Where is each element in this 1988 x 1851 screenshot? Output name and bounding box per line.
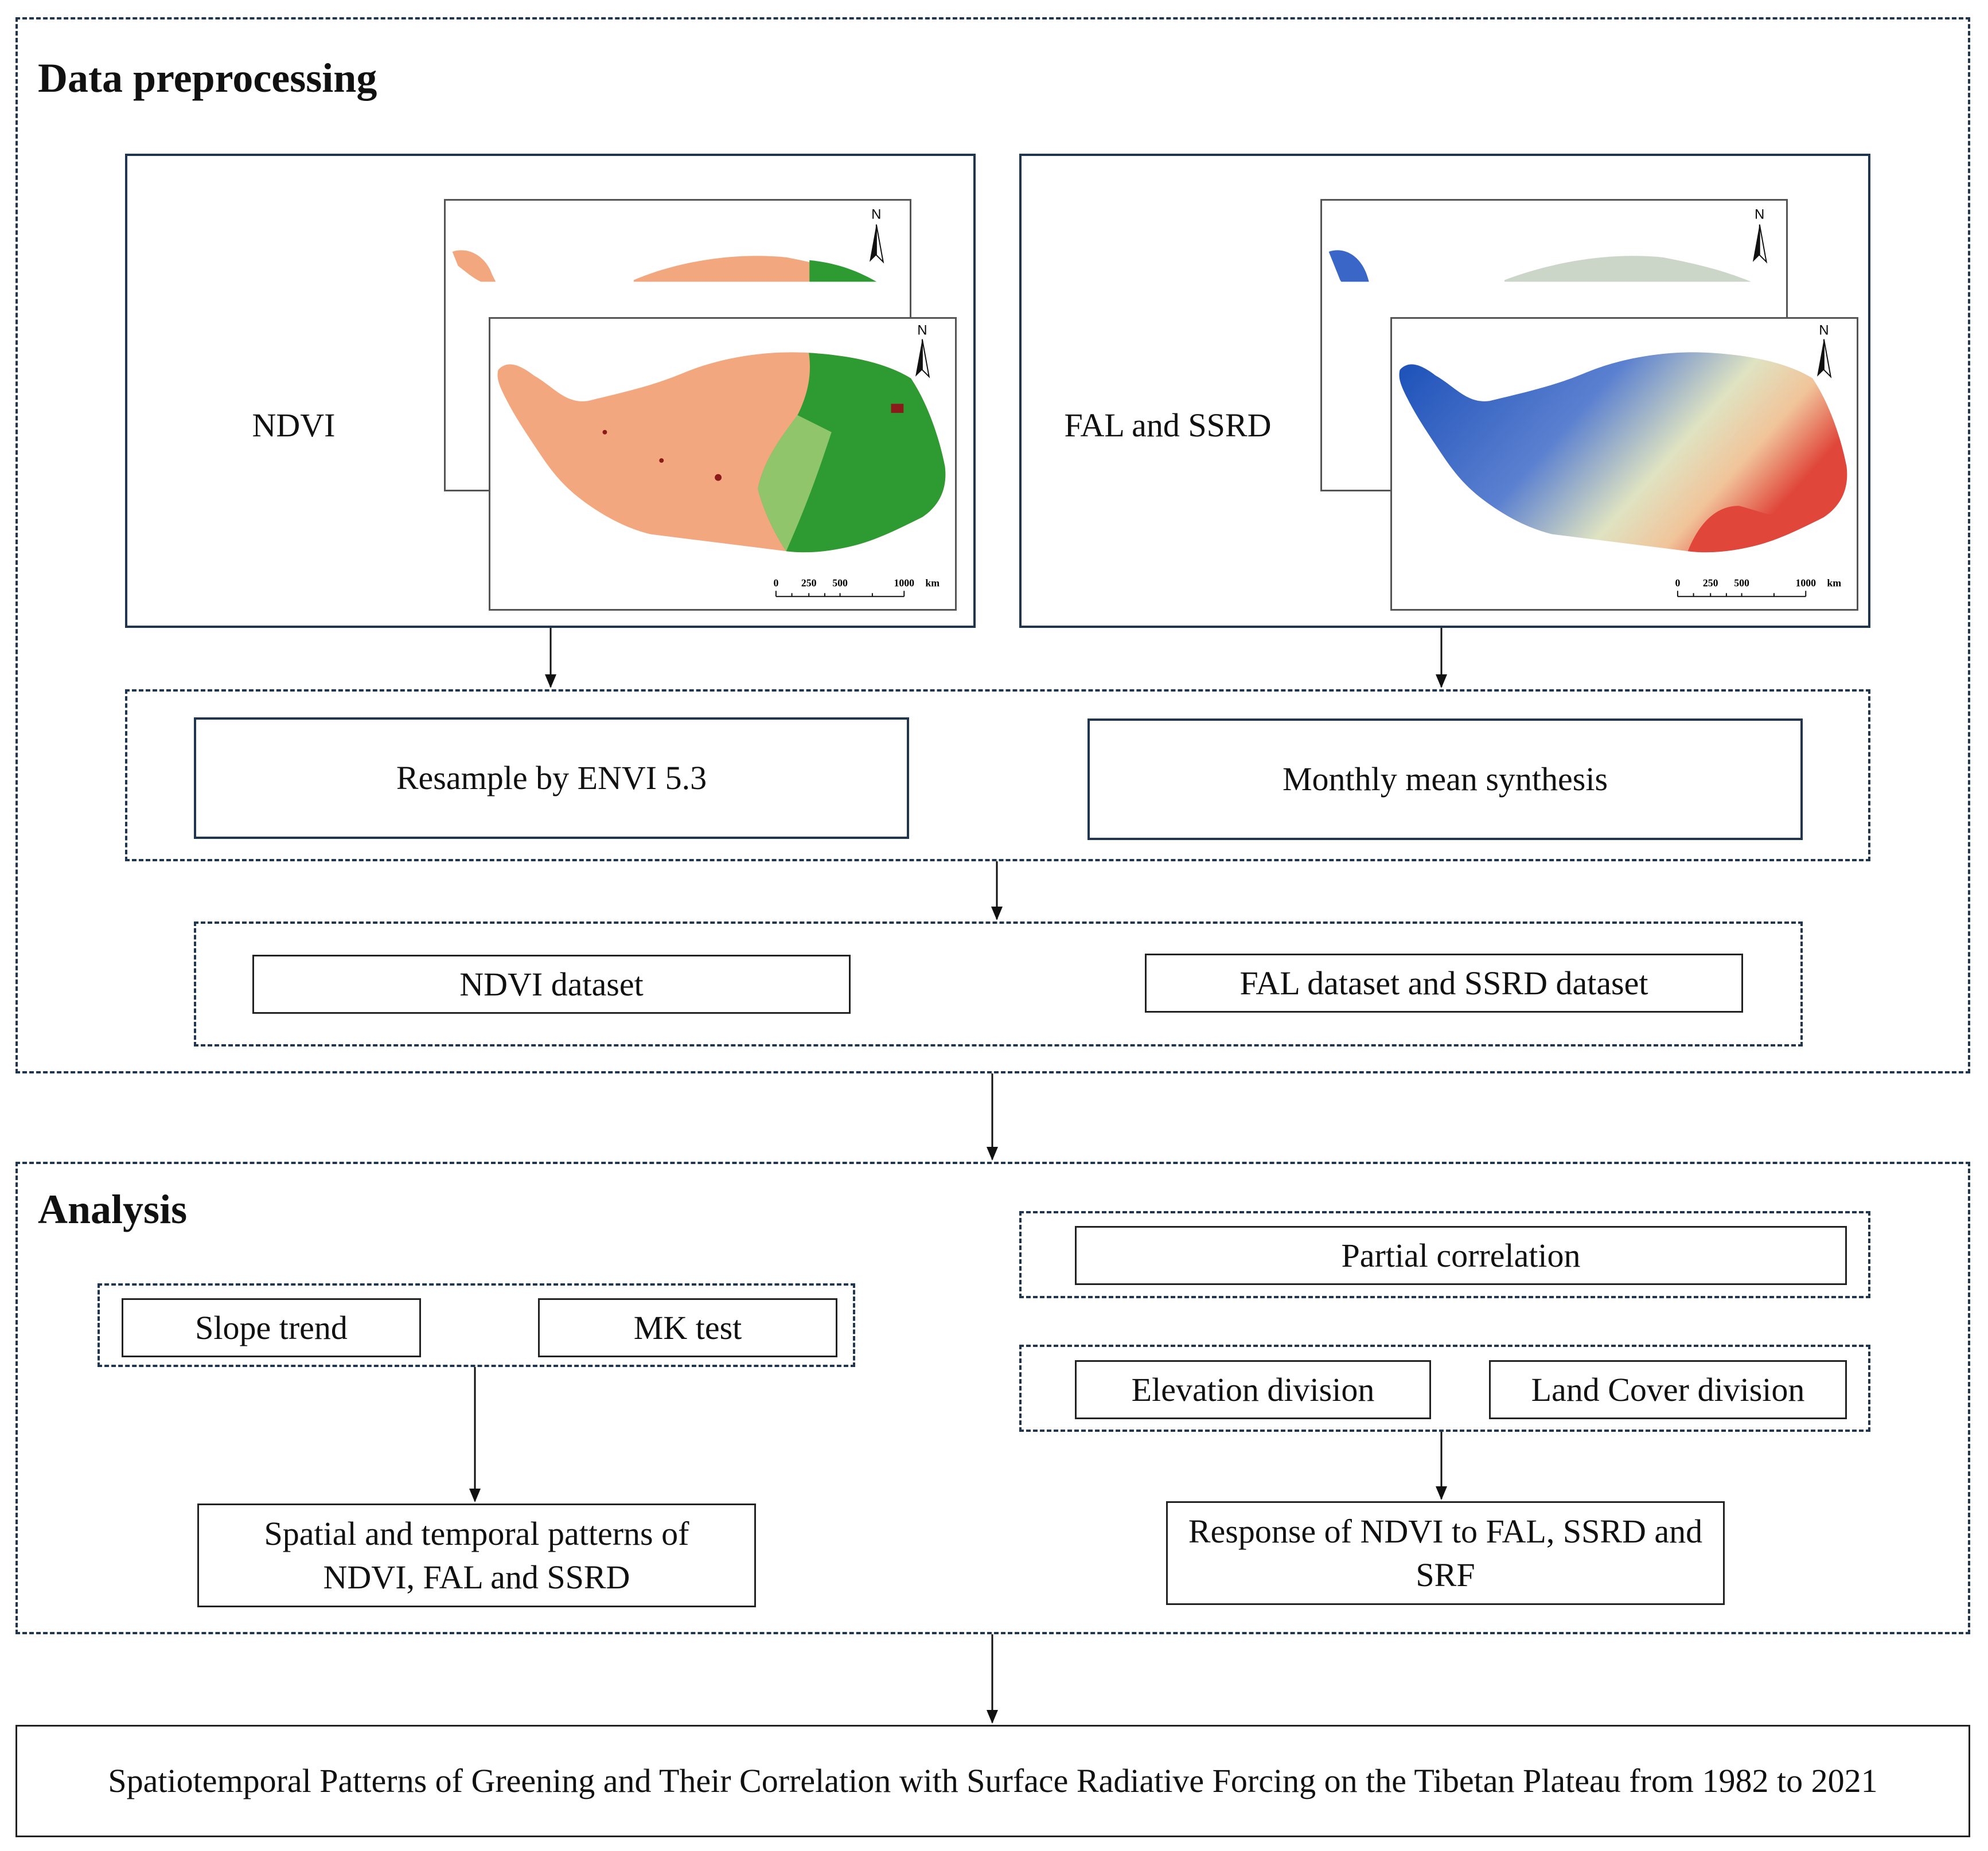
land-cover-division-box: Land Cover division xyxy=(1489,1360,1847,1419)
preprocessing-title: Data preprocessing xyxy=(38,55,377,101)
scale-bar-icon: 0 250 500 1000 km xyxy=(773,577,940,598)
svg-text:0: 0 xyxy=(773,577,778,588)
analysis-title: Analysis xyxy=(38,1186,188,1232)
ndvi-map-front: N 0 250 500 1000 km xyxy=(489,317,957,611)
elevation-division-box: Elevation division xyxy=(1075,1360,1431,1419)
svg-text:250: 250 xyxy=(1703,577,1718,588)
svg-text:N: N xyxy=(871,208,881,222)
steps-group xyxy=(125,689,1870,861)
trend-group xyxy=(98,1283,855,1367)
response-box: Response of NDVI to FAL, SSRD and SRF xyxy=(1166,1501,1725,1605)
ndvi-transition-region xyxy=(758,415,832,552)
svg-text:N: N xyxy=(917,323,927,338)
datasets-group xyxy=(194,921,1803,1046)
fal-plateau-shape xyxy=(1399,352,1847,553)
svg-text:500: 500 xyxy=(1734,577,1749,588)
final-conclusion-box: Spatiotemporal Patterns of Greening and … xyxy=(15,1725,1970,1837)
north-arrow-icon: N xyxy=(1752,208,1768,264)
mk-test-box: MK test xyxy=(538,1298,837,1357)
svg-text:km: km xyxy=(925,577,940,588)
svg-text:0: 0 xyxy=(1675,577,1680,588)
division-group xyxy=(1019,1345,1870,1432)
fal-red-region xyxy=(1687,506,1824,553)
resample-step: Resample by ENVI 5.3 xyxy=(194,717,909,839)
analysis-section xyxy=(15,1162,1970,1634)
ndvi-input-panel: NDVI xyxy=(125,154,976,628)
ndvi-map-back-plateau xyxy=(452,250,498,286)
fal-map-front: N 0 250 500 1000 km xyxy=(1390,317,1858,611)
partial-group xyxy=(1019,1211,1870,1298)
north-arrow-icon: N xyxy=(870,208,884,264)
svg-text:km: km xyxy=(1827,577,1841,588)
svg-text:500: 500 xyxy=(832,577,848,588)
partial-correlation-box: Partial correlation xyxy=(1075,1226,1847,1285)
fal-input-panel: FAL and SSRD xyxy=(1019,154,1870,628)
fal-ssrd-dataset: FAL dataset and SSRD dataset xyxy=(1145,954,1743,1013)
north-arrow-icon: N xyxy=(1817,323,1832,378)
slope-trend-box: Slope trend xyxy=(122,1298,421,1357)
ndvi-dataset: NDVI dataset xyxy=(252,955,851,1014)
preprocessing-section xyxy=(15,17,1970,1073)
svg-text:N: N xyxy=(1819,323,1829,338)
patterns-box: Spatial and temporal patterns of NDVI, F… xyxy=(197,1504,756,1607)
svg-text:1000: 1000 xyxy=(1795,577,1816,588)
svg-text:250: 250 xyxy=(801,577,817,588)
monthly-synthesis-step: Monthly mean synthesis xyxy=(1087,718,1803,840)
north-arrow-icon: N xyxy=(915,323,930,378)
scale-bar-icon: 0 250 500 1000 km xyxy=(1675,577,1841,598)
fal-ssrd-label: FAL and SSRD xyxy=(1064,407,1272,444)
ndvi-label: NDVI xyxy=(252,407,336,444)
svg-text:1000: 1000 xyxy=(894,577,914,588)
svg-text:N: N xyxy=(1755,208,1764,222)
